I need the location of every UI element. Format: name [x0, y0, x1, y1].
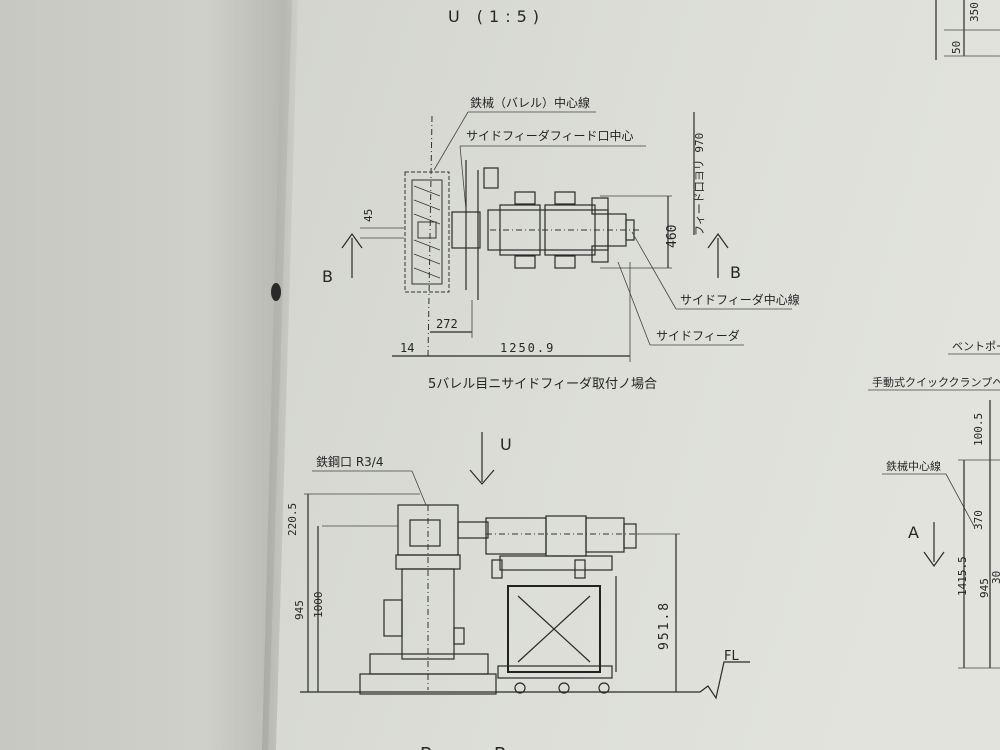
vent-label: 鉄鋼口 R3/4 — [316, 454, 383, 469]
view-u: U (1:5) — [322, 7, 800, 392]
barrel-centerline — [427, 115, 433, 357]
page-gutter — [262, 0, 298, 750]
view-arrow-u — [469, 469, 495, 485]
feeder-stand — [497, 576, 617, 694]
feed-pipe — [457, 521, 489, 539]
dim-14: 14 — [400, 341, 414, 355]
view-u-title: U (1:5) — [448, 7, 545, 26]
dim-1000: 1000 — [312, 592, 325, 619]
callout-feeder-center: サイドフィーダ中心線 — [680, 292, 800, 307]
view-front: U 鉄鋼口 R3/4 — [286, 432, 750, 750]
callout-barrel-center: 鉄械（バレル）中心線 — [470, 95, 590, 110]
floor-label: FL — [724, 649, 739, 664]
dim-951: 951.8 — [657, 601, 672, 650]
section-arrow-right: B — [707, 232, 741, 282]
dim-feed-port-height: フィード口ヨリ 970 — [693, 133, 706, 236]
barrel-section — [404, 171, 450, 293]
dim-50: 50 — [950, 41, 963, 54]
callout-feed-port: サイドフィーダフィード口中心 — [466, 128, 634, 143]
bottom-b1: B — [420, 744, 432, 750]
right-panel: 350 50 ベントポー 手動式クイッククランプヘッ 鉄械中心線 100.5 3… — [868, 0, 1000, 669]
bottom-b2: B — [494, 744, 506, 750]
left-page — [0, 0, 292, 750]
svg-text:B: B — [730, 263, 741, 282]
dim-370: 370 — [972, 510, 985, 530]
floor-line — [300, 661, 750, 700]
right-page — [268, 0, 1000, 750]
dim-100: 100.5 — [972, 413, 985, 446]
binding-hole — [271, 283, 281, 301]
section-arrow-a — [923, 551, 945, 568]
dim-945-right: 945 — [978, 578, 991, 598]
dim-272: 272 — [436, 317, 458, 331]
side-feeder-front — [485, 515, 640, 579]
svg-text:B: B — [322, 267, 333, 286]
side-feeder-top — [483, 167, 672, 269]
dim-1250: 1250.9 — [500, 341, 555, 355]
callout-feeder: サイドフィーダ — [656, 328, 740, 343]
dim-220: 220.5 — [286, 503, 299, 536]
view-u-caption: 5バレル目ニサイドフィーダ取付ノ場合 — [428, 377, 657, 392]
clamp-head-label: 手動式クイッククランプヘッ — [872, 375, 1000, 389]
section-arrow-left: B — [322, 232, 363, 286]
dim-45: 45 — [362, 209, 375, 222]
arrow-u-label: U — [500, 435, 512, 454]
dim-30: 30 — [990, 571, 1000, 584]
section-a-label: A — [908, 523, 919, 542]
dim-945: 945 — [293, 600, 306, 620]
dim-460: 460 — [665, 225, 680, 248]
barrel-center-label: 鉄械中心線 — [886, 459, 941, 473]
vent-port-label: ベントポー — [952, 340, 1000, 353]
dim-350: 350 — [968, 2, 981, 22]
dim-1415: 1415.5 — [956, 556, 969, 596]
